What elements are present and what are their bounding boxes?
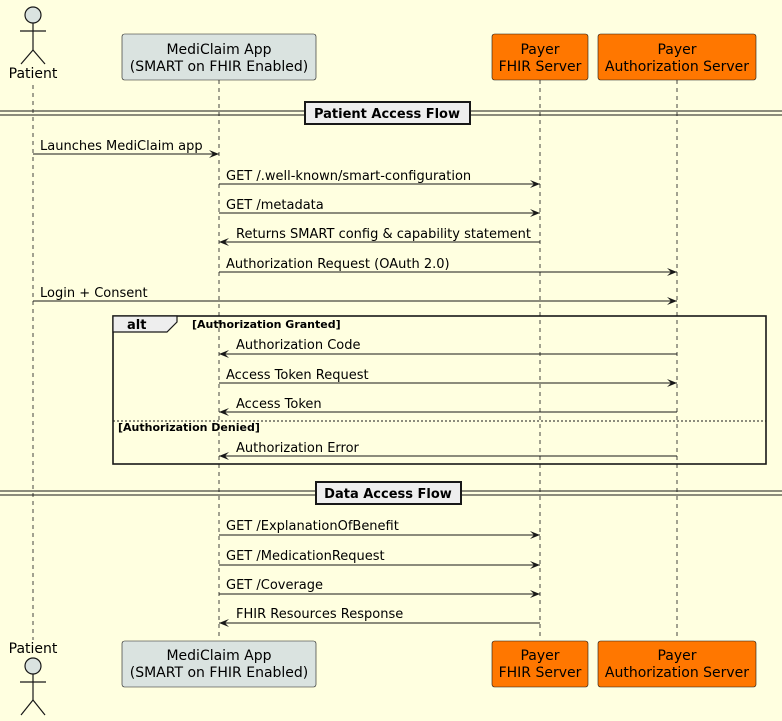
participant-mediclaim-app-bottom: MediClaim App (SMART on FHIR Enabled) — [121, 640, 317, 688]
svg-text:FHIR Server: FHIR Server — [499, 665, 582, 681]
message-authorization-request: Authorization Request (OAuth 2.0) — [219, 257, 677, 276]
svg-text:Payer: Payer — [520, 42, 559, 58]
svg-text:Authorization Request (OAuth 2: Authorization Request (OAuth 2.0) — [226, 257, 450, 272]
message-authorization-error: Authorization Error — [219, 441, 677, 460]
svg-text:Authorization Server: Authorization Server — [605, 665, 749, 681]
svg-text:MediClaim App: MediClaim App — [166, 42, 271, 58]
svg-text:Payer: Payer — [657, 42, 696, 58]
svg-text:FHIR Server: FHIR Server — [499, 59, 582, 75]
svg-text:Returns SMART config & capabil: Returns SMART config & capability statem… — [236, 227, 531, 242]
actor-patient-label: Patient — [9, 641, 58, 657]
divider-patient-access-flow: Patient Access Flow — [0, 101, 782, 125]
svg-text:GET /metadata: GET /metadata — [226, 198, 324, 213]
message-smart-configuration: GET /.well-known/smart-configuration — [219, 169, 540, 188]
actor-patient-top: Patient — [9, 6, 58, 82]
svg-text:MediClaim App: MediClaim App — [166, 648, 271, 664]
svg-text:Payer: Payer — [657, 648, 696, 664]
message-fhir-resources-response: FHIR Resources Response — [219, 607, 540, 627]
message-explanation-of-benefit: GET /ExplanationOfBenefit — [219, 519, 540, 539]
divider-data-access-flow: Data Access Flow — [0, 481, 782, 505]
svg-text:FHIR Resources Response: FHIR Resources Response — [236, 607, 403, 622]
svg-text:Access Token Request: Access Token Request — [226, 368, 369, 383]
actor-patient-label: Patient — [9, 66, 58, 82]
alt-guard-denied: [Authorization Denied] — [118, 421, 260, 434]
svg-text:GET /Coverage: GET /Coverage — [226, 578, 323, 593]
svg-text:Access Token: Access Token — [236, 397, 322, 412]
message-smart-config-response: Returns SMART config & capability statem… — [219, 227, 540, 246]
svg-text:Payer: Payer — [520, 648, 559, 664]
message-launch: Launches MediClaim app — [33, 139, 219, 158]
message-access-token: Access Token — [219, 397, 677, 416]
svg-text:(SMART on FHIR Enabled): (SMART on FHIR Enabled) — [130, 665, 309, 681]
message-access-token-request: Access Token Request — [219, 368, 677, 387]
svg-text:Authorization Server: Authorization Server — [605, 59, 749, 75]
message-authorization-code: Authorization Code — [219, 338, 677, 358]
message-medication-request: GET /MedicationRequest — [219, 549, 540, 569]
svg-text:Launches MediClaim app: Launches MediClaim app — [40, 139, 203, 154]
divider-label: Patient Access Flow — [314, 107, 460, 122]
message-coverage: GET /Coverage — [219, 578, 540, 598]
svg-text:Authorization Error: Authorization Error — [236, 441, 360, 456]
alt-guard-granted: [Authorization Granted] — [192, 318, 341, 331]
participant-fhir-server-top: Payer FHIR Server — [491, 33, 589, 81]
participant-authorization-server-top: Payer Authorization Server — [597, 33, 757, 81]
message-login-consent: Login + Consent — [33, 286, 677, 305]
svg-text:(SMART on FHIR Enabled): (SMART on FHIR Enabled) — [130, 59, 309, 75]
participant-authorization-server-bottom: Payer Authorization Server — [597, 640, 757, 688]
alt-keyword: alt — [127, 318, 146, 333]
alt-fragment: alt [Authorization Granted] [Authorizati… — [112, 315, 767, 465]
svg-text:Login + Consent: Login + Consent — [40, 286, 148, 301]
actor-patient-bottom: Patient — [9, 641, 58, 716]
svg-text:GET /MedicationRequest: GET /MedicationRequest — [226, 549, 385, 564]
divider-label: Data Access Flow — [324, 487, 452, 502]
svg-text:GET /.well-known/smart-configu: GET /.well-known/smart-configuration — [226, 169, 471, 184]
svg-text:Authorization Code: Authorization Code — [236, 338, 360, 353]
message-metadata: GET /metadata — [219, 198, 540, 217]
participant-fhir-server-bottom: Payer FHIR Server — [491, 640, 589, 688]
participant-mediclaim-app-top: MediClaim App (SMART on FHIR Enabled) — [121, 33, 317, 81]
svg-text:GET /ExplanationOfBenefit: GET /ExplanationOfBenefit — [226, 519, 399, 534]
